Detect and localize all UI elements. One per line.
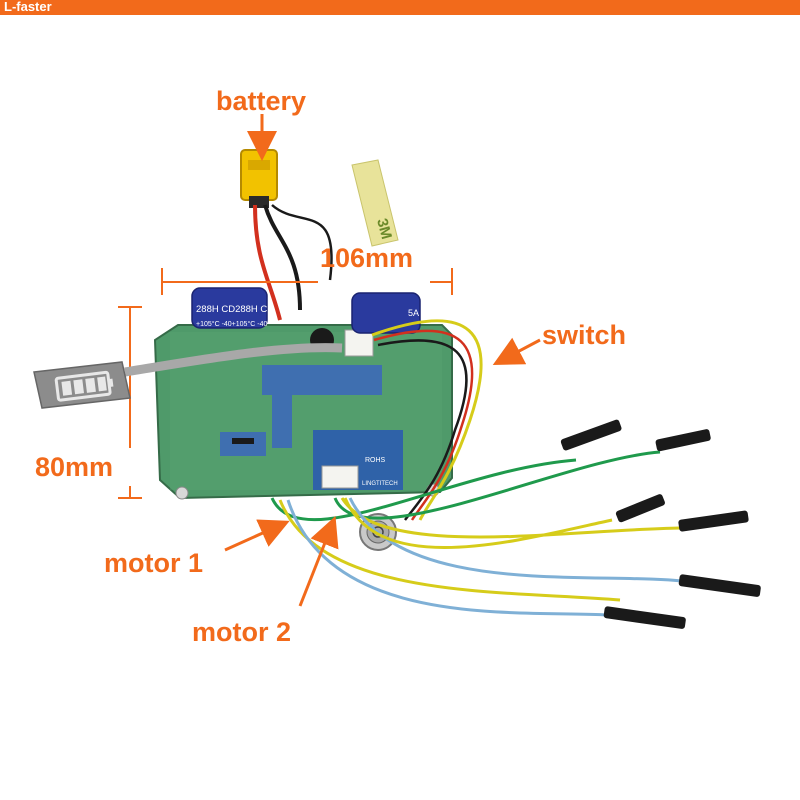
motor1-wire-yellow: [278, 499, 621, 602]
motor1-label: motor 1: [104, 548, 204, 578]
rohs-mark: ROHS: [365, 457, 386, 464]
switch-arrow: [492, 337, 541, 366]
capacitor-left-label: 288H CD288H CD: [196, 304, 274, 315]
battery-label: battery: [216, 86, 307, 116]
switch-label: switch: [542, 320, 627, 350]
capacitor-left-rating: +105°C -40+105°C -40: [196, 320, 267, 328]
motor2-arrow: [298, 516, 339, 607]
brand-bar: L-faster: [0, 0, 800, 15]
battery-connector: [240, 149, 278, 208]
controller-board: ROHS LINGTITECH: [153, 324, 453, 500]
motor1-arrow: [224, 519, 290, 552]
jst-connector: [321, 465, 359, 489]
switch-wire-red: [373, 329, 474, 521]
motor1-wire-green: [270, 458, 577, 522]
maker-mark: LINGTITECH: [362, 481, 398, 487]
switch-wire-yellow: [371, 319, 483, 521]
motor-wire-yellow-2: [343, 497, 613, 549]
width-dimension: [161, 268, 453, 295]
capacitor-right: 5A: [351, 292, 421, 334]
antenna-wire: [271, 204, 333, 281]
height-dimension: [118, 306, 142, 499]
ribbon-cable: [124, 343, 343, 377]
motor2-label: motor 2: [192, 617, 292, 647]
wire-sleeves: [560, 419, 761, 629]
height-label: 80mm: [35, 452, 114, 482]
tape-sticker: 3M: [351, 159, 399, 247]
battery-indicator: [33, 361, 131, 409]
capacitor-left: 288H CD288H CD +105°C -40+105°C -40: [191, 287, 274, 329]
capacitor-right-label: 5A: [408, 308, 419, 318]
battery-wire-red: [253, 204, 282, 321]
tape-label: 3M: [373, 217, 395, 242]
battery-wire-black: [263, 204, 302, 311]
brand-name: L-faster: [4, 0, 52, 14]
width-label: 106mm: [320, 243, 414, 273]
